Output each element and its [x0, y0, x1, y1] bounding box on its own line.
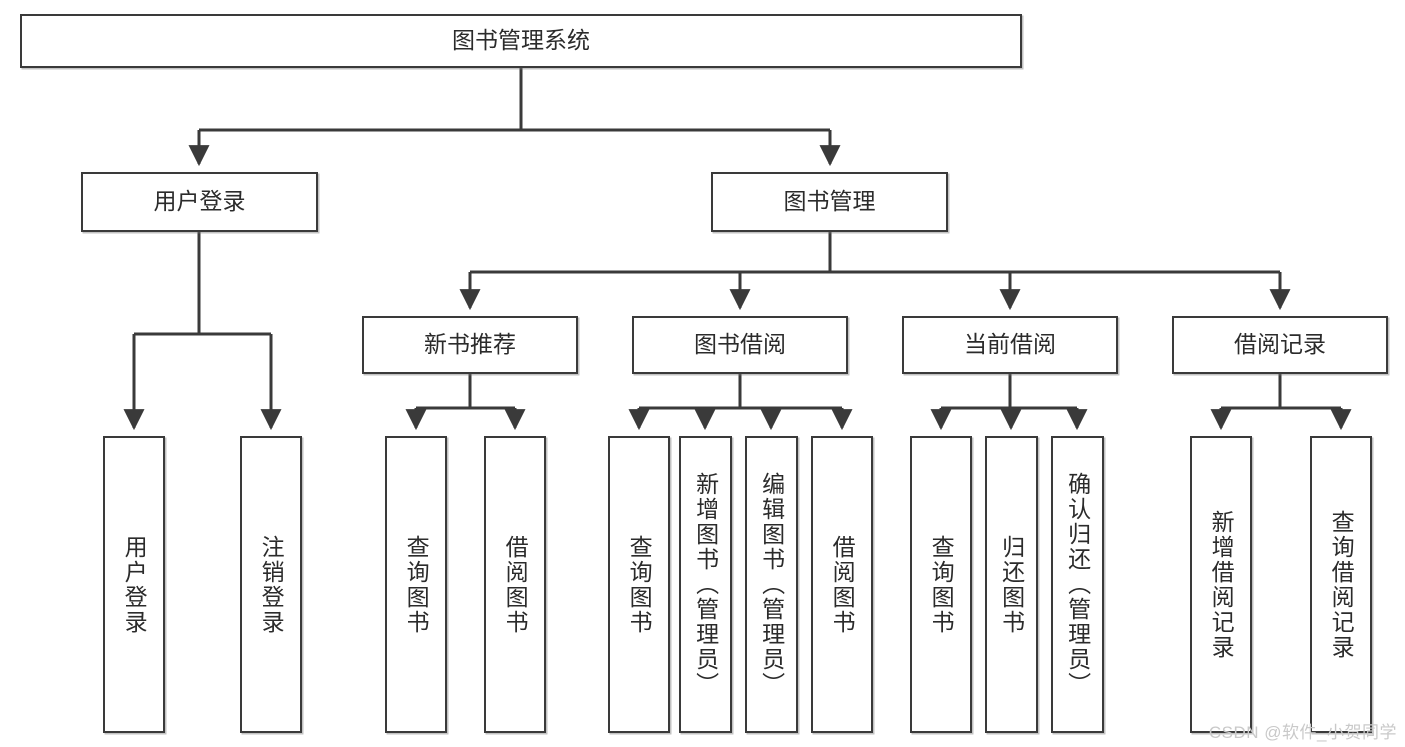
- node-leaf-add-record-label: 新增借阅记录: [1208, 509, 1235, 660]
- node-leaf-query-book-2-label: 查询图书: [626, 534, 653, 635]
- node-leaf-return-book-label: 归还图书: [998, 534, 1025, 635]
- node-leaf-borrow-book-2[interactable]: 借阅图书: [811, 436, 873, 733]
- node-borrow-record-label: 借阅记录: [1234, 331, 1326, 358]
- node-user-login-label: 用户登录: [153, 188, 246, 215]
- node-user-login[interactable]: 用户登录: [81, 172, 318, 232]
- node-current-borrow[interactable]: 当前借阅: [902, 316, 1118, 374]
- node-leaf-add-record[interactable]: 新增借阅记录: [1190, 436, 1252, 733]
- node-new-book-rec-label: 新书推荐: [424, 331, 516, 358]
- node-book-borrow[interactable]: 图书借阅: [632, 316, 848, 374]
- node-current-borrow-label: 当前借阅: [964, 331, 1056, 358]
- node-leaf-query-book-3[interactable]: 查询图书: [910, 436, 972, 733]
- node-root-label: 图书管理系统: [452, 27, 590, 54]
- node-leaf-query-book-2[interactable]: 查询图书: [608, 436, 670, 733]
- node-borrow-record[interactable]: 借阅记录: [1172, 316, 1388, 374]
- node-leaf-borrow-book-1[interactable]: 借阅图书: [484, 436, 546, 733]
- node-leaf-add-book[interactable]: 新增图书（管理员）: [679, 436, 732, 733]
- node-leaf-query-book-1-label: 查询图书: [403, 534, 430, 635]
- node-leaf-confirm-return-label: 确认归还（管理员）: [1064, 472, 1091, 697]
- node-leaf-query-record-label: 查询借阅记录: [1328, 509, 1355, 660]
- node-leaf-edit-book-label: 编辑图书（管理员）: [758, 472, 785, 697]
- node-leaf-confirm-return[interactable]: 确认归还（管理员）: [1051, 436, 1104, 733]
- node-book-manage[interactable]: 图书管理: [711, 172, 948, 232]
- node-leaf-logout-label: 注销登录: [258, 534, 285, 635]
- node-leaf-user-login[interactable]: 用户登录: [103, 436, 165, 733]
- node-leaf-add-book-label: 新增图书（管理员）: [692, 472, 719, 697]
- node-leaf-logout[interactable]: 注销登录: [240, 436, 302, 733]
- node-leaf-query-record[interactable]: 查询借阅记录: [1310, 436, 1372, 733]
- node-leaf-user-login-label: 用户登录: [121, 534, 148, 635]
- node-leaf-query-book-1[interactable]: 查询图书: [385, 436, 447, 733]
- node-book-borrow-label: 图书借阅: [694, 331, 786, 358]
- node-leaf-return-book[interactable]: 归还图书: [985, 436, 1038, 733]
- node-new-book-rec[interactable]: 新书推荐: [362, 316, 578, 374]
- watermark: CSDN @软件_小贺同学: [1208, 723, 1397, 742]
- node-leaf-edit-book[interactable]: 编辑图书（管理员）: [745, 436, 798, 733]
- node-root[interactable]: 图书管理系统: [20, 14, 1022, 68]
- node-leaf-query-book-3-label: 查询图书: [928, 534, 955, 635]
- node-book-manage-label: 图书管理: [783, 188, 876, 215]
- node-leaf-borrow-book-1-label: 借阅图书: [502, 534, 529, 635]
- node-leaf-borrow-book-2-label: 借阅图书: [829, 534, 856, 635]
